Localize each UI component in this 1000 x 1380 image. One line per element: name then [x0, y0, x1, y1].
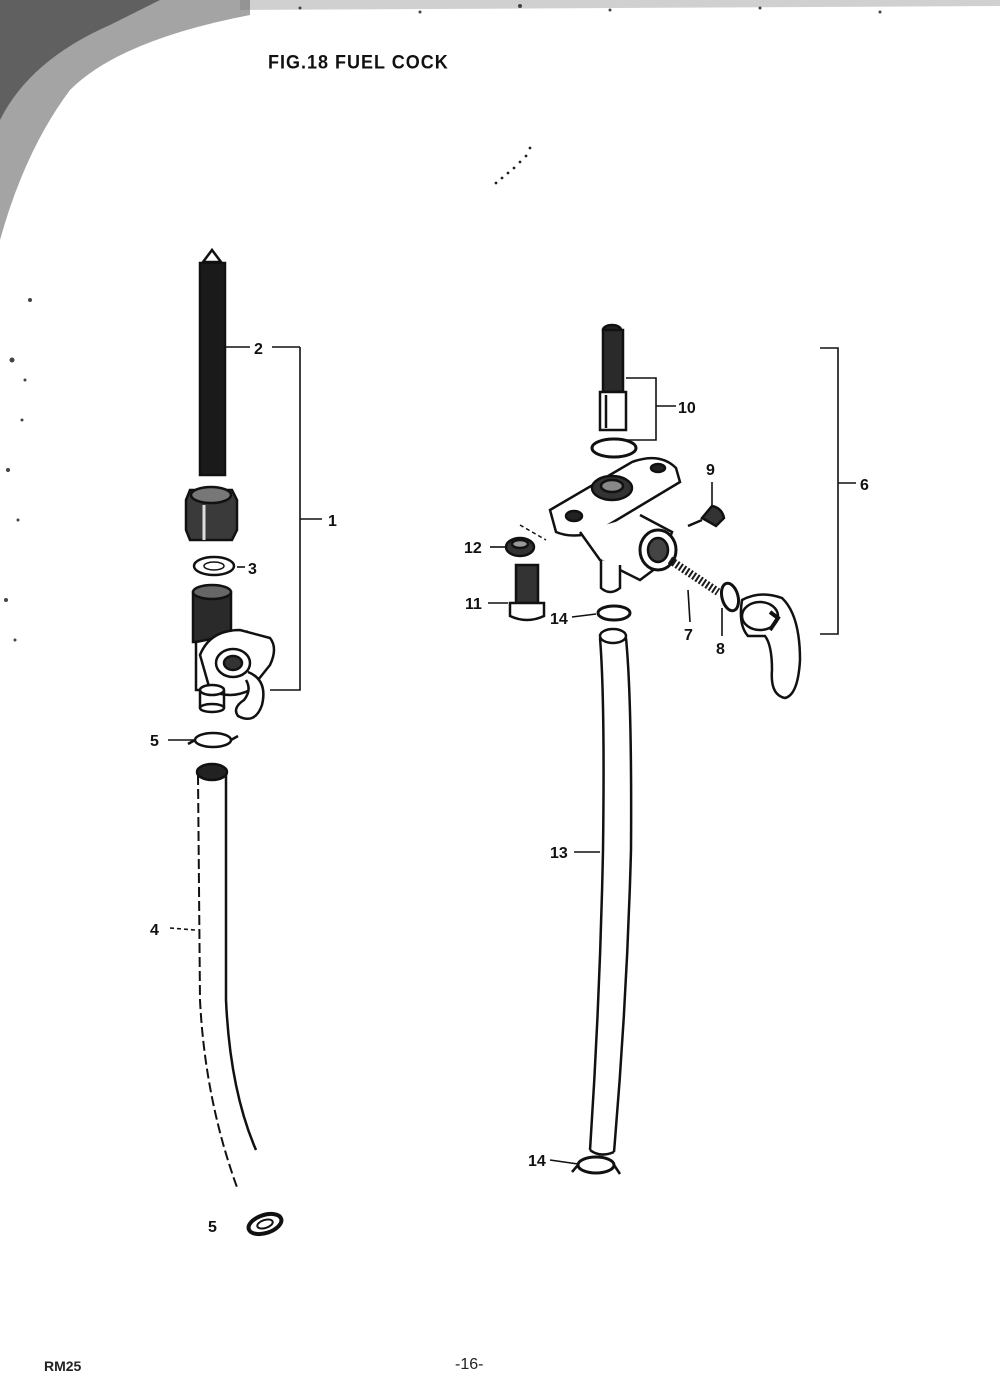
part-8-o-ring: [719, 581, 741, 613]
callout-9: 9: [706, 462, 715, 479]
part-10-filter-pipe: [590, 323, 638, 459]
part-11-bolt: [508, 563, 546, 622]
part-9-screw: [687, 504, 726, 528]
left-fuel-cock-assembly: [168, 247, 322, 1237]
callout-11: 11: [465, 596, 482, 613]
right-fuel-cock-assembly: [488, 323, 856, 1175]
part-5-clamp-lower: [246, 1211, 284, 1237]
model-code: RM25: [44, 1358, 82, 1374]
callout-labels: 2 1 3 5 4 5 10 9 6 12 11 14 7 8 13 14: [150, 341, 869, 1236]
callout-13: 13: [550, 845, 568, 862]
part-1-valve-body: [191, 583, 276, 720]
part-13-fuel-hose: [588, 627, 633, 1156]
part-5-clamp-upper: [187, 731, 239, 749]
callout-14-lower: 14: [528, 1153, 546, 1170]
part-7-spring: [667, 556, 721, 596]
callout-3: 3: [248, 561, 257, 578]
callout-12: 12: [464, 540, 482, 557]
callout-14-upper: 14: [550, 611, 568, 628]
page-number: -16-: [455, 1356, 484, 1373]
part-3-gasket: [192, 555, 236, 577]
scan-noise: [0, 0, 1000, 642]
callout-2: 2: [254, 341, 263, 358]
callout-8: 8: [716, 641, 725, 658]
callout-7: 7: [684, 627, 693, 644]
part-12-washer: [504, 536, 536, 558]
part-4-fuel-hose: [195, 762, 258, 1191]
part-14-clamp-upper: [596, 604, 632, 622]
part-nut: [184, 485, 239, 542]
part-lever: [739, 593, 802, 700]
callout-10: 10: [678, 400, 696, 417]
figure-title: FIG.18 FUEL COCK: [268, 50, 449, 73]
callout-5-upper: 5: [150, 733, 159, 750]
callout-6: 6: [860, 477, 869, 494]
part-2-filter-pipe: [198, 247, 227, 477]
callout-5-lower: 5: [208, 1219, 217, 1236]
part-14-clamp-lower: [571, 1155, 622, 1175]
callout-1: 1: [328, 513, 337, 530]
callout-4: 4: [150, 922, 159, 939]
part-6-valve-body: [519, 456, 682, 594]
